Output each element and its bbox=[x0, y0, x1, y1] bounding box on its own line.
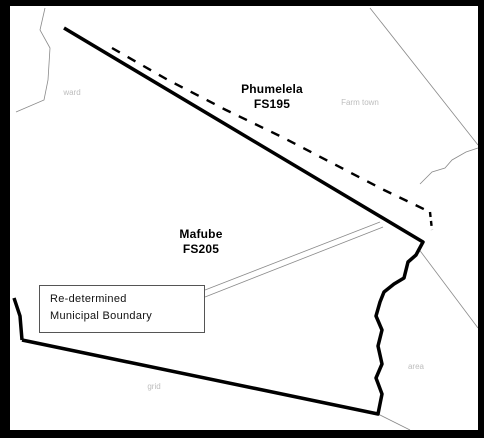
old-boundary-dashed bbox=[111, 46, 434, 231]
thin-boundary-lower-right bbox=[417, 247, 479, 329]
leader-line-upper bbox=[204, 221, 381, 291]
map-background bbox=[10, 6, 478, 430]
municipal-boundary-west bbox=[12, 297, 24, 341]
faint-label-upper-left: ward bbox=[63, 88, 81, 97]
thin-boundary-bottom bbox=[377, 413, 411, 431]
old-boundary-end bbox=[428, 211, 434, 231]
frame-left bbox=[0, 0, 10, 438]
region-name: Phumelela bbox=[241, 82, 303, 96]
callout-line-1: Re-determined bbox=[50, 293, 127, 305]
old-boundary-line bbox=[111, 46, 431, 214]
context-lines bbox=[15, 7, 479, 431]
thin-boundary-upper-right bbox=[369, 7, 479, 146]
faint-label-upper-right: Farm town bbox=[341, 98, 379, 107]
municipal-boundary bbox=[12, 26, 425, 416]
region-name: Mafube bbox=[179, 227, 223, 241]
region-label-mafube: Mafube FS205 bbox=[166, 227, 236, 257]
callout-box: Re-determined Municipal Boundary bbox=[39, 285, 205, 333]
region-label-phumelela: Phumelela FS195 bbox=[232, 82, 312, 112]
frame-bottom bbox=[0, 430, 484, 438]
region-code: FS205 bbox=[182, 242, 220, 256]
faint-label-lower-right: area bbox=[407, 362, 424, 371]
region-code: FS195 bbox=[253, 97, 291, 111]
callout-line-2: Municipal Boundary bbox=[50, 310, 153, 322]
thin-boundary-right-edge bbox=[419, 147, 479, 185]
leader-line-lower bbox=[204, 226, 384, 298]
thin-boundary-upper-left bbox=[15, 7, 51, 113]
frame-top bbox=[0, 0, 484, 6]
frame-right bbox=[478, 0, 484, 438]
municipal-boundary-polyline bbox=[21, 26, 425, 416]
faint-label-lower-left: grid bbox=[147, 382, 161, 391]
